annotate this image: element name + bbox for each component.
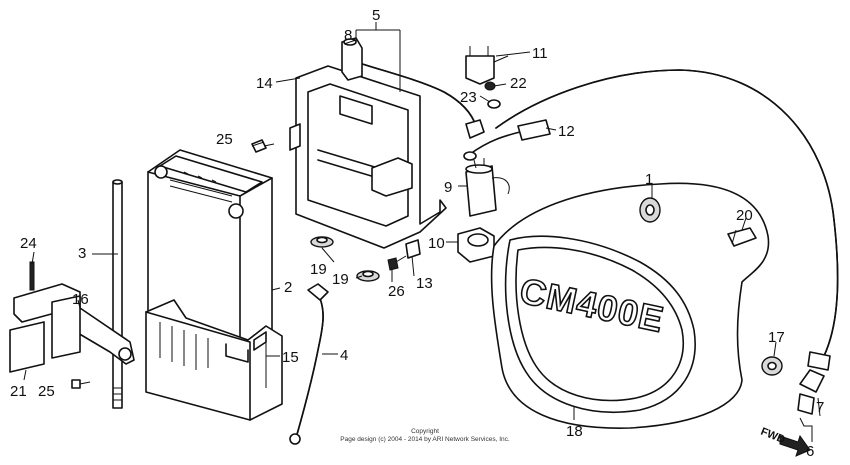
- callout-13: 13: [416, 275, 433, 292]
- battery-holder: [289, 65, 447, 249]
- clip-20: [727, 227, 757, 247]
- collar-23: [487, 99, 501, 109]
- rubber-pad: [9, 321, 45, 373]
- leader-lines: [23, 22, 821, 442]
- grommet-22: [484, 81, 496, 91]
- callout-10: 10: [428, 235, 445, 252]
- callout-15: 15: [282, 349, 299, 366]
- callout-23: 23: [460, 89, 477, 106]
- copyright-line-2: Page design (c) 2004 - 2014 by ARI Netwo…: [340, 436, 510, 443]
- battery-cable: [289, 283, 329, 445]
- callout-19b: 19: [332, 271, 349, 288]
- callout-26: 26: [388, 283, 405, 300]
- callout-25-lower: 25: [38, 383, 55, 400]
- callout-2: 2: [284, 279, 292, 296]
- relay-11: [465, 46, 509, 85]
- callout-19a: 19: [310, 261, 327, 278]
- callout-numbers: 5 8 11 22 23 14 12 25 9 1 20 10 24 3 19 …: [10, 7, 824, 460]
- callout-7: 7: [816, 399, 824, 416]
- callout-14: 14: [256, 75, 273, 92]
- callout-17: 17: [768, 329, 785, 346]
- callout-5: 5: [372, 7, 380, 24]
- connector-12: [463, 119, 551, 161]
- component-10: [457, 227, 495, 263]
- side-cover: CM400E: [490, 182, 770, 429]
- grommet-17: [761, 356, 783, 376]
- component-9: [465, 158, 510, 217]
- fwd-label: FWD: [759, 426, 787, 447]
- callout-21: 21: [10, 383, 27, 400]
- callout-8: 8: [344, 27, 352, 44]
- callout-4: 4: [340, 347, 348, 364]
- callout-1: 1: [645, 171, 653, 188]
- callout-9: 9: [444, 179, 452, 196]
- battery-case: [145, 299, 283, 421]
- grommet-1: [639, 197, 661, 223]
- bolt-26: [387, 255, 407, 271]
- bolt-25-upper: [251, 139, 275, 153]
- bolt-25-lower: [71, 379, 91, 389]
- terminal-cap-8: [341, 37, 363, 81]
- bolt-24: [29, 261, 35, 291]
- hold-down-rod: [112, 179, 123, 409]
- speedometer-cable: [495, 69, 839, 415]
- callout-22: 22: [510, 75, 527, 92]
- callout-6: 6: [806, 443, 814, 460]
- callout-20: 20: [736, 207, 753, 224]
- callout-16: 16: [72, 291, 89, 308]
- callout-18: 18: [566, 423, 583, 440]
- callout-25-upper: 25: [216, 131, 233, 148]
- harness-cable-5: [355, 61, 485, 139]
- fwd-arrow: FWD: [759, 426, 811, 457]
- callout-3: 3: [78, 245, 86, 262]
- copyright-line-1: Copyright: [411, 428, 439, 435]
- callout-11: 11: [532, 45, 548, 62]
- callout-12: 12: [558, 123, 575, 140]
- collar-13: [405, 239, 421, 259]
- callout-24: 24: [20, 235, 37, 252]
- copyright-notice: Copyright Page design (c) 2004 - 2014 by…: [340, 428, 510, 443]
- battery-bracket: [13, 283, 135, 365]
- grommet-19b: [356, 270, 380, 282]
- grommet-19a: [310, 236, 334, 248]
